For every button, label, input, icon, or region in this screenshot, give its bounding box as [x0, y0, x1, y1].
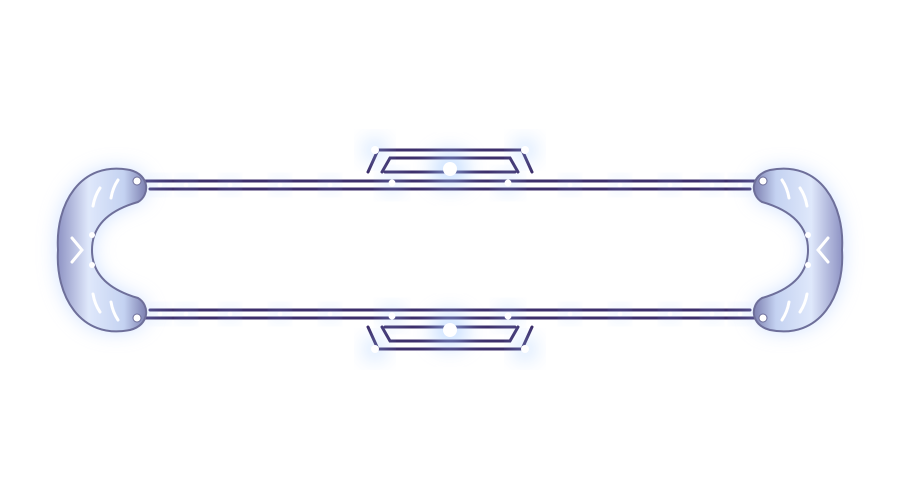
glow-dot-icon	[183, 182, 189, 188]
glow-dot-icon	[157, 311, 163, 317]
glow-dot-icon	[521, 345, 529, 353]
chevron-icon	[816, 236, 830, 264]
glow-dot-icon	[327, 311, 333, 317]
glow-dot-icon	[227, 311, 233, 317]
glow-dot-icon	[521, 146, 529, 154]
glow-dot-icon	[737, 182, 743, 188]
right-end-cap	[752, 167, 844, 333]
glow-dot-icon	[371, 345, 379, 353]
glow-dot-icon	[617, 311, 623, 317]
glow-dot-icon	[667, 311, 673, 317]
glow-dot-icon	[277, 182, 283, 188]
glow-dot-icon	[371, 146, 379, 154]
glow-dot-icon	[567, 311, 573, 317]
glow-dot-icon	[504, 312, 512, 320]
glow-dot-icon	[183, 311, 189, 317]
frame-rails	[138, 179, 762, 320]
glow-dot-icon	[709, 311, 715, 317]
glow-dot-icon	[443, 162, 457, 176]
glow-dot-icon	[157, 182, 163, 188]
glow-dot-icon	[667, 182, 673, 188]
glow-dot-icon	[388, 179, 396, 187]
glow-dot-icon	[388, 312, 396, 320]
glow-dot-icon	[737, 311, 743, 317]
glow-dot-icon	[709, 182, 715, 188]
glow-dot-icon	[567, 182, 573, 188]
glow-dot-icon	[327, 182, 333, 188]
left-end-cap	[56, 167, 148, 333]
glow-dot-icon	[227, 182, 233, 188]
glow-dot-icon	[504, 179, 512, 187]
glow-dot-icon	[443, 323, 457, 337]
chevron-icon	[70, 236, 84, 264]
glow-dot-icon	[617, 182, 623, 188]
rail-dots	[153, 139, 747, 360]
glow-dot-icon	[277, 311, 283, 317]
